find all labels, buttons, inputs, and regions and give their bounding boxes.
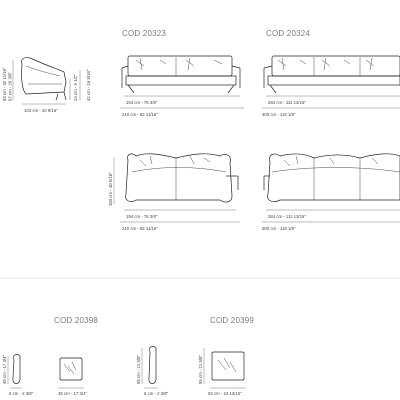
cushion-20399-side-view: [148, 346, 157, 384]
sofa-side-view: [21, 57, 67, 101]
cushion-20399-front-view: [211, 351, 245, 381]
dim-20398-thickness: 6 cm - 2 3/8": [9, 391, 34, 396]
sofa-20324-front-dimensions: [262, 95, 400, 109]
sofa-20324-plan-dimensions: [262, 209, 400, 223]
dim-20323-front-width-2: 210 cm - 82 11/16": [122, 112, 158, 117]
dim-20399-height-b: 55 cm - 21 5/8": [198, 355, 203, 384]
dim-side-height-seat-1: 24 cm - 9 1/2": [73, 74, 78, 101]
dim-20399-width: 63 cm - 24 13/16": [208, 391, 242, 396]
dim-20324-plan-width-1: 284 cm - 111 13/16": [268, 214, 306, 219]
dim-side-height-back-2: 67 cm - 26 3/8": [8, 72, 13, 101]
dim-20398-width: 45 cm - 17 3/4": [58, 391, 87, 396]
dim-side-depth: 103 cm - 40 9/16": [24, 108, 58, 113]
dim-20399-height: 55 cm - 21 5/8": [136, 355, 141, 384]
dim-20399-thickness: 6 cm - 2 3/8": [144, 391, 169, 396]
sofa-20323-plan-dimensions: [113, 158, 240, 223]
code-20398: COD 20398: [54, 316, 98, 325]
code-20324: COD 20324: [266, 29, 310, 38]
cushion-20398-dimensions: [7, 356, 84, 389]
sofa-20323-plan-view: [125, 153, 239, 203]
dim-20323-front-width-1: 194 cm - 76 3/8": [126, 100, 158, 105]
code-20399: COD 20399: [210, 316, 254, 325]
side-view-dimensions: [12, 60, 81, 105]
code-20323: COD 20323: [122, 29, 166, 38]
dim-20398-height: 45 cm - 17 3/4": [2, 355, 7, 384]
sofa-20324-front-view: [263, 55, 400, 94]
cushion-20398-front-view: [59, 357, 83, 381]
dim-20324-front-width-2: 300 cm - 118 1/8": [262, 112, 296, 117]
sofa-20323-front-dimensions: [120, 95, 244, 109]
dim-20323-plan-width-2: 210 cm - 82 11/16": [122, 226, 158, 231]
sofa-20324-plan-view: [263, 153, 400, 202]
dim-side-height-seat-2: 42 cm - 16 9/16": [86, 69, 91, 101]
sofa-20323-front-view: [121, 55, 241, 94]
dim-20324-plan-width-2: 300 cm - 118 1/8": [262, 226, 296, 231]
dim-plan-depth: 103 cm - 40 9/16": [108, 172, 113, 206]
cushion-20399-dimensions: [141, 348, 246, 389]
dim-20323-plan-width-1: 194 cm - 76 3/8": [126, 214, 158, 219]
dim-side-height-back-1: 83 cm - 32 11/16": [2, 67, 7, 101]
dim-20324-front-width-1: 284 cm - 111 13/16": [268, 100, 306, 105]
cushion-20398-side-view: [12, 354, 21, 384]
